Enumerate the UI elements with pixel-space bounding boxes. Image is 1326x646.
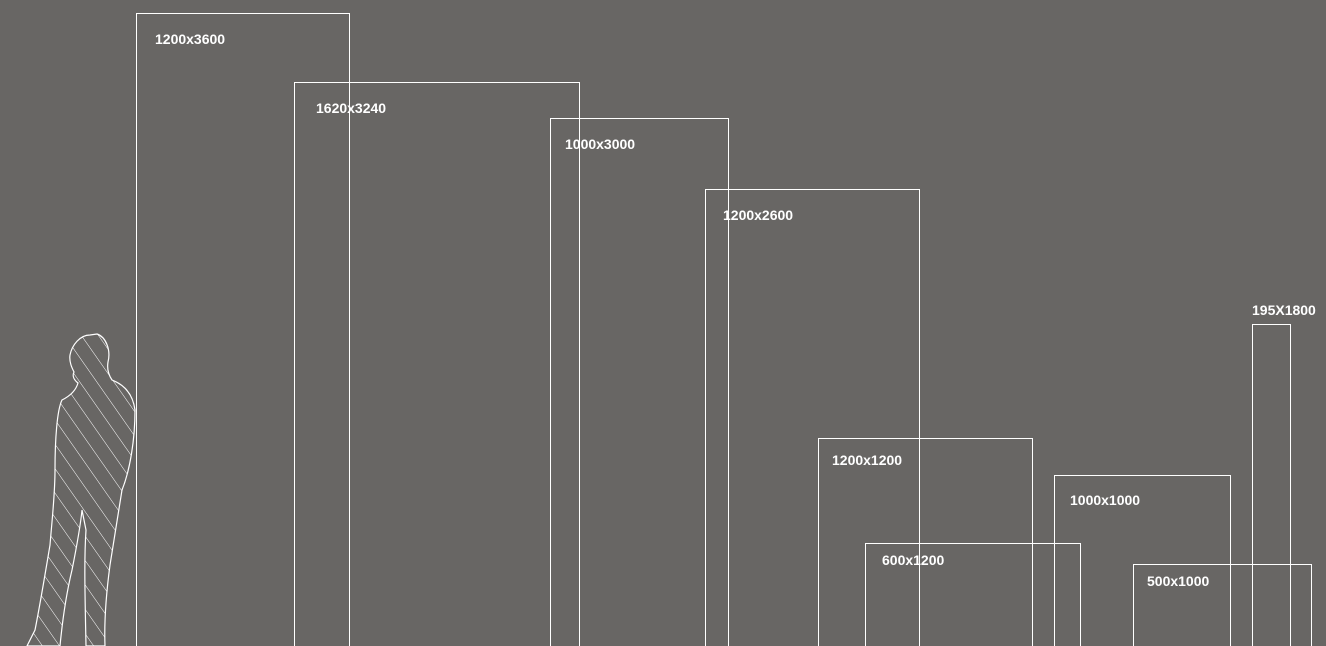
panel-label: 1000x3000 — [565, 136, 636, 152]
panel-1200x1200: 1200x1200 — [818, 438, 1033, 646]
panel-label: 1200x2600 — [723, 207, 794, 223]
panel-1200x3600: 1200x3600 — [136, 13, 350, 646]
panel-500x1000: 500x1000 — [1133, 564, 1312, 646]
panel-195x1800 — [1252, 324, 1291, 646]
silhouette-body — [26, 333, 136, 646]
panel-label: 1000x1000 — [1070, 492, 1141, 508]
panel-label: 1200x1200 — [832, 452, 903, 468]
person-silhouette-icon — [26, 333, 136, 646]
panel-1000x1000: 1000x1000 — [1054, 475, 1231, 646]
panel-label: 1200x3600 — [155, 31, 226, 47]
panel-1000x3000: 1000x3000 — [550, 118, 729, 646]
panel-label: 500x1000 — [1147, 573, 1210, 589]
panel-label: 600x1200 — [882, 552, 945, 568]
panel-label-195x1800: 195X1800 — [1252, 302, 1316, 318]
panel-600x1200: 600x1200 — [865, 543, 1081, 646]
panel-1200x2600: 1200x2600 — [705, 189, 920, 646]
panel-label: 1620x3240 — [316, 100, 387, 116]
panel-1620x3240: 1620x3240 — [294, 82, 580, 646]
